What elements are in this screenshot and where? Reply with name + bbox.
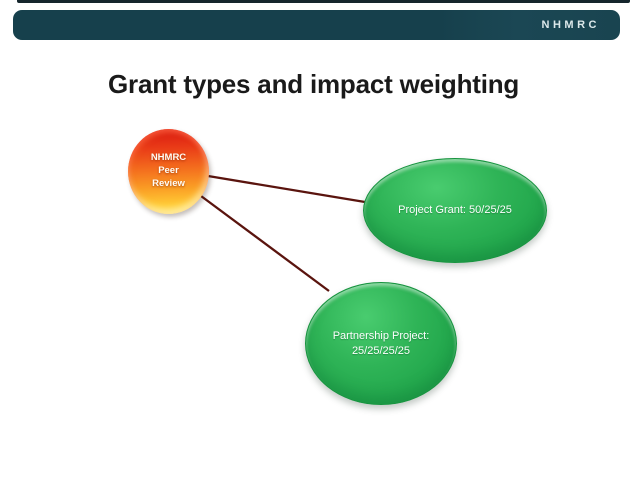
header-bar: NHMRC	[13, 10, 620, 40]
project-grant-label: Project Grant: 50/25/25	[398, 204, 512, 216]
partnership-project-label-line1: Partnership Project:	[332, 329, 430, 342]
connector-root-to-project	[207, 174, 366, 204]
partnership-project-label-line2: 25/25/25/25	[351, 344, 411, 357]
root-node-label-line3: Review	[152, 177, 185, 189]
page-title: Grant types and impact weighting	[108, 69, 520, 99]
root-node-label-line1: NHMRC	[150, 152, 187, 164]
diagram-node-nhmrc-peer-review: NHMRC Peer Review	[128, 129, 209, 214]
connector-root-to-partnership	[200, 195, 330, 292]
top-accent-line	[17, 0, 630, 3]
root-node-label-line2: Peer	[158, 165, 179, 177]
diagram-node-partnership-project: Partnership Project: 25/25/25/25	[305, 282, 457, 405]
diagram-node-project-grant: Project Grant: 50/25/25	[363, 158, 547, 263]
nhmrc-logo-text: NHMRC	[541, 18, 600, 31]
